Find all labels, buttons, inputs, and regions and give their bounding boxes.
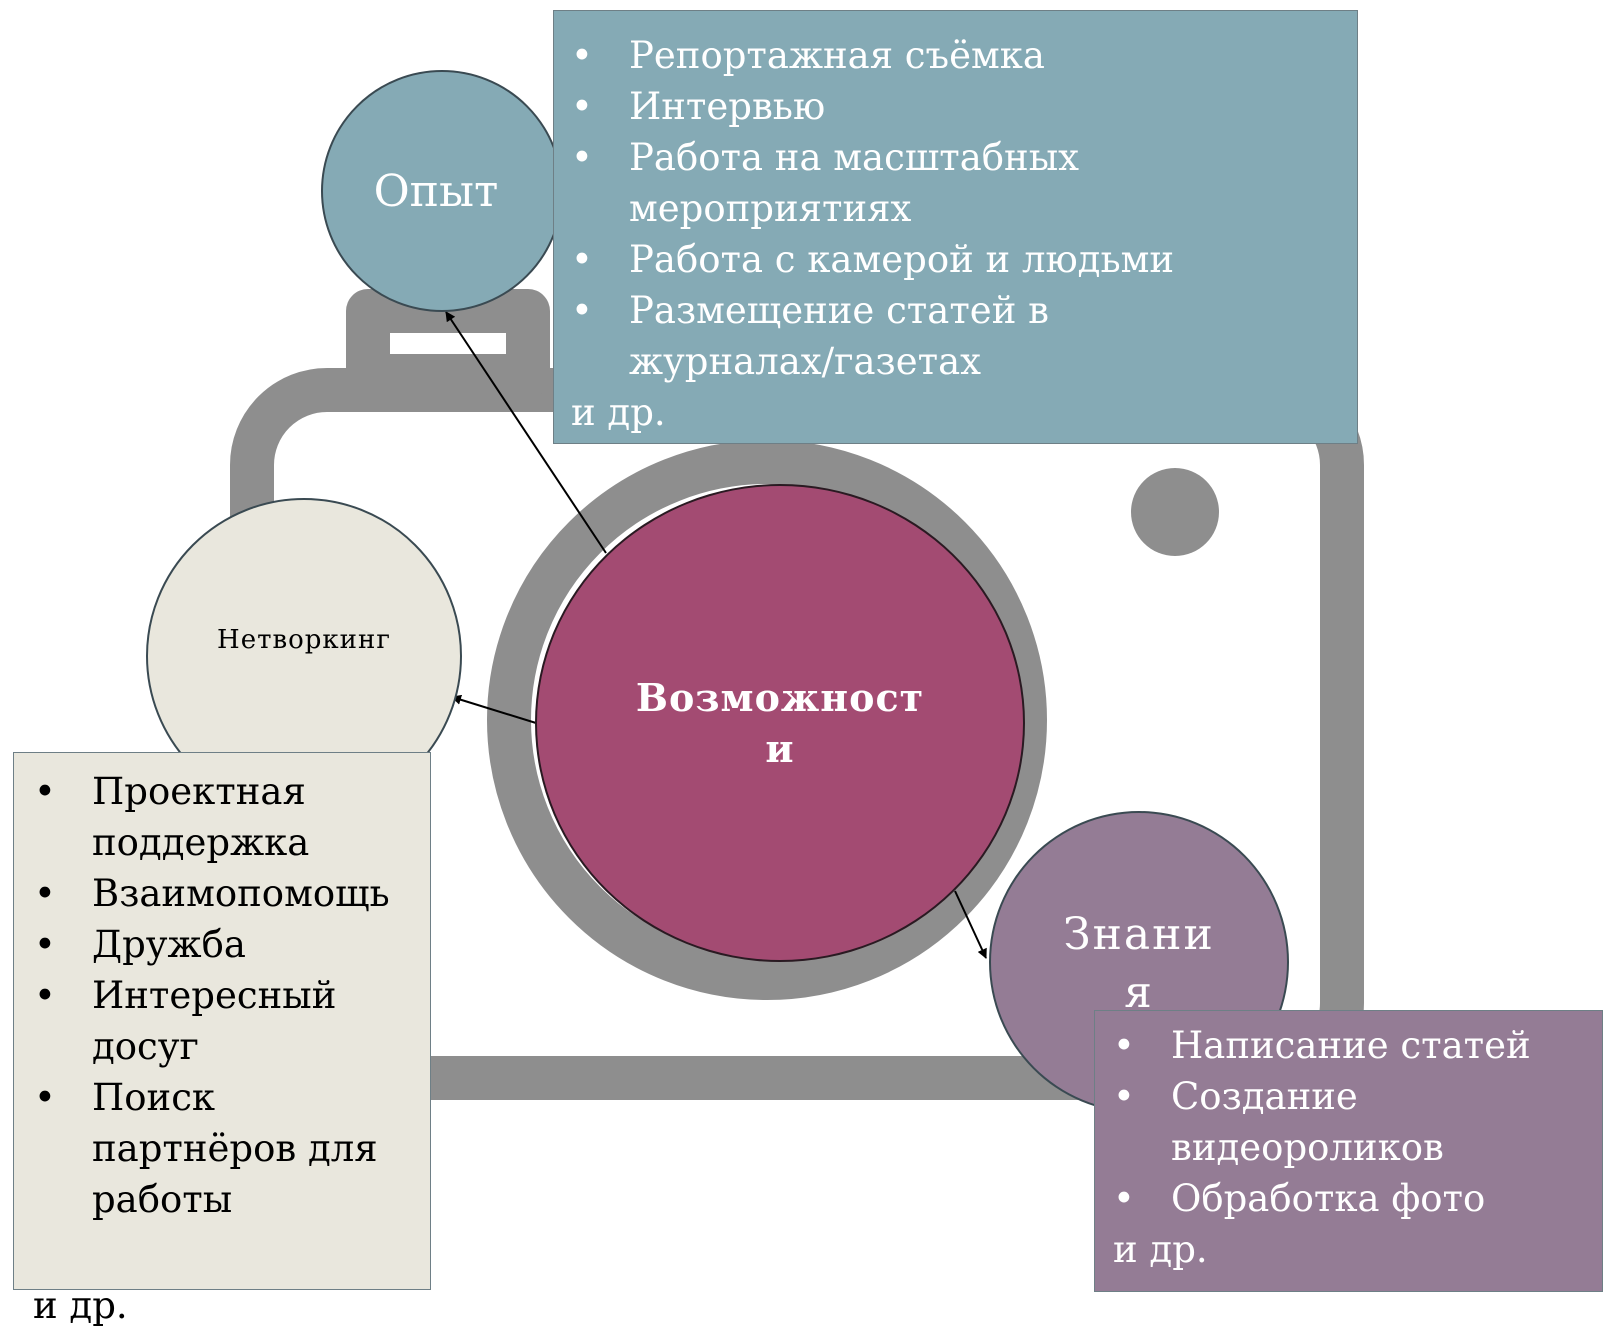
list-item: Проектная поддержка	[34, 766, 420, 868]
list-item: Поиск партнёров для работы	[34, 1072, 420, 1225]
opportunities-circle: Возможности	[535, 484, 1025, 962]
list-item: Репортажная съёмка	[571, 30, 1357, 81]
opportunities-label: Возможности	[635, 675, 925, 771]
list-item: Размещение статей в журналах/газетах	[571, 285, 1189, 387]
networking-title: Нетворкинг	[217, 625, 391, 655]
knowledge-list: Написание статей Создание видеороликов О…	[1113, 1020, 1602, 1224]
networking-list: Проектная поддержка Взаимопомощь Дружба …	[34, 766, 420, 1225]
experience-circle: Опыт	[321, 70, 563, 312]
camera-flash-dot	[1131, 468, 1219, 556]
list-item: Работа с камерой и людьми	[571, 234, 1357, 285]
experience-list: Репортажная съёмка Интервью Работа на ма…	[571, 30, 1357, 387]
list-item: Работа на масштабных мероприятиях	[571, 132, 1189, 234]
list-item: Интересный досуг	[34, 970, 420, 1072]
networking-box: Проектная поддержка Взаимопомощь Дружба …	[13, 752, 431, 1290]
list-item: Обработка фото	[1113, 1173, 1602, 1224]
experience-box: Репортажная съёмка Интервью Работа на ма…	[553, 10, 1358, 444]
experience-footer: и др.	[571, 391, 666, 434]
list-item: Интервью	[571, 81, 1357, 132]
knowledge-footer: и др.	[1113, 1228, 1208, 1271]
list-item: Написание статей	[1113, 1020, 1602, 1071]
networking-footer: и др.	[33, 1284, 128, 1327]
knowledge-box: Написание статей Создание видеороликов О…	[1094, 1010, 1603, 1292]
experience-title: Опыт	[373, 165, 499, 217]
list-item: Дружба	[34, 919, 420, 970]
list-item: Взаимопомощь	[34, 868, 420, 919]
knowledge-title: Знания	[1063, 909, 1215, 1018]
camera-viewfinder-outline	[346, 289, 550, 398]
list-item: Создание видеороликов	[1113, 1071, 1471, 1173]
